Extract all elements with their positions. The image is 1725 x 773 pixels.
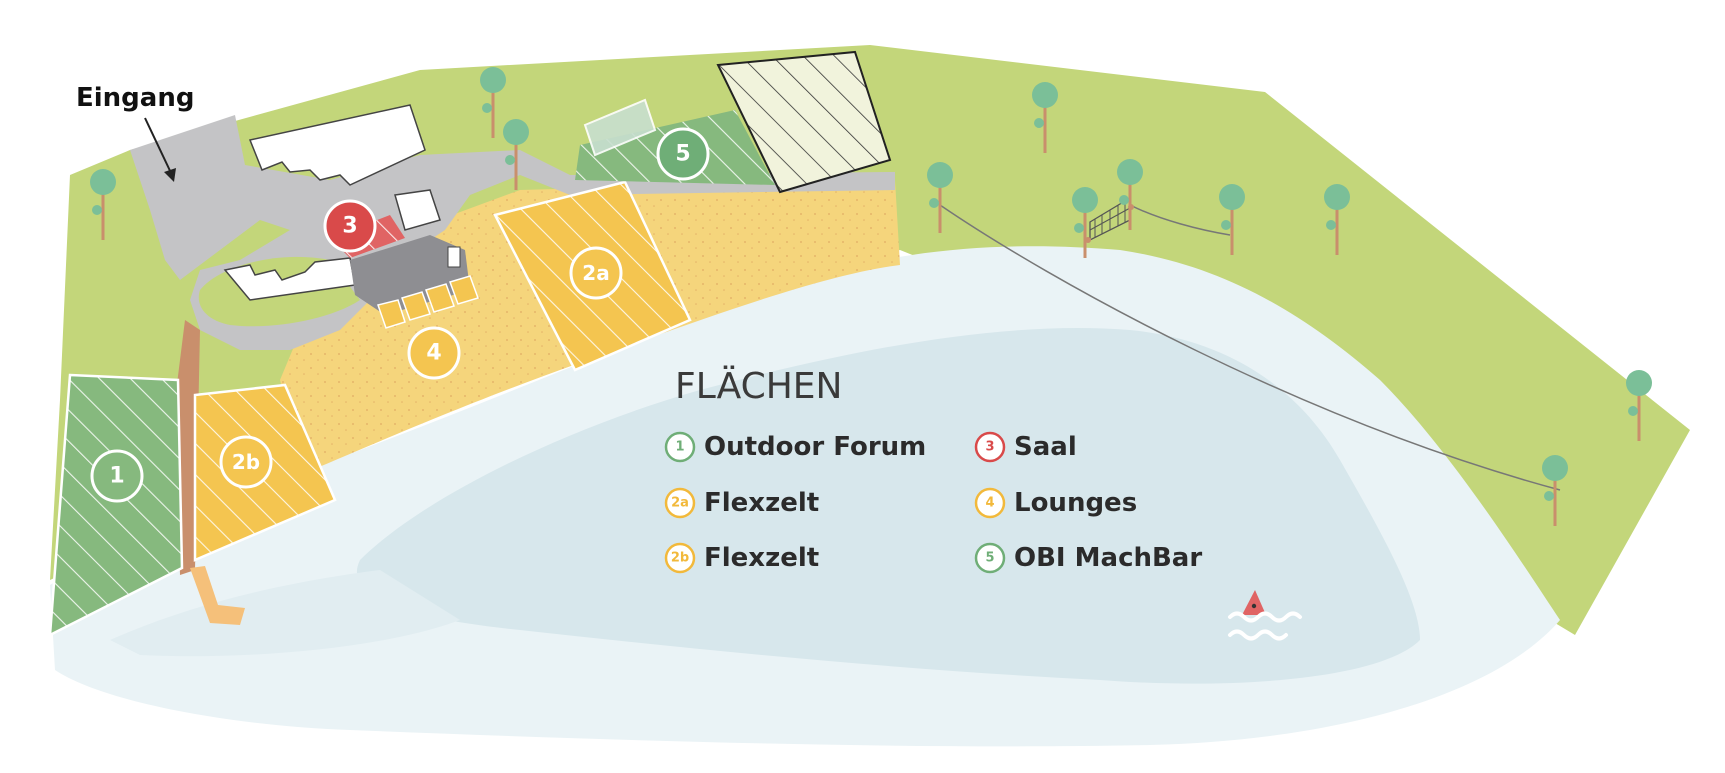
svg-text:4: 4 — [426, 341, 441, 366]
entrance-label: Eingang — [76, 83, 194, 113]
tree-icon — [480, 67, 506, 138]
legend-badge-text: 2b — [671, 551, 689, 566]
building-east — [394, 189, 441, 231]
lake-deep — [356, 328, 1420, 684]
lake-mid — [110, 570, 460, 657]
marker-2b[interactable]: 2b — [219, 435, 273, 489]
marker-4[interactable]: 4 — [407, 326, 461, 380]
tree-icon — [1117, 159, 1143, 230]
trees — [90, 67, 1652, 526]
tree-icon — [1032, 82, 1058, 153]
legend-badge-text: 5 — [985, 551, 994, 566]
legend-item: 4 Lounges — [974, 487, 1137, 519]
legend-badge-text: 1 — [675, 440, 684, 455]
legend-badge-text: 4 — [985, 496, 994, 511]
tree-icon — [1542, 455, 1568, 526]
tree-icon — [503, 119, 529, 190]
slackline — [1129, 204, 1231, 236]
marker-3[interactable]: 3 — [323, 199, 377, 253]
legend-label: Outdoor Forum — [704, 432, 926, 462]
svg-text:1: 1 — [109, 464, 124, 489]
tree-icon — [1324, 184, 1350, 255]
machbar-pavilion — [583, 98, 657, 157]
legend-item: 1 Outdoor Forum — [664, 431, 926, 463]
legend-label: Flexzelt — [704, 488, 819, 518]
marker-5[interactable]: 5 — [656, 127, 710, 181]
entrance-arrow-icon — [144, 117, 173, 176]
svg-text:3: 3 — [342, 214, 357, 239]
tree-icon — [90, 169, 116, 240]
legend-badge — [664, 431, 696, 463]
legend-item: 3 Saal — [974, 431, 1077, 463]
legend-label: Lounges — [1014, 488, 1137, 518]
legend-label: Flexzelt — [704, 543, 819, 573]
building-west — [223, 257, 356, 301]
legend-badge — [974, 487, 1006, 519]
legend-badge-text: 2a — [671, 496, 689, 511]
legend-badge-text: 3 — [985, 440, 994, 455]
legend-badge — [664, 542, 696, 574]
legend-item: 2a Flexzelt — [664, 487, 819, 519]
legend-label: OBI MachBar — [1014, 543, 1202, 573]
svg-text:2b: 2b — [232, 450, 260, 474]
legend-badge — [664, 487, 696, 519]
legend-badge — [974, 431, 1006, 463]
legend-title: FLÄCHEN — [675, 365, 842, 407]
marker-1[interactable]: 1 — [90, 449, 144, 503]
svg-text:5: 5 — [675, 142, 690, 167]
svg-text:2a: 2a — [582, 261, 609, 285]
marker-2a[interactable]: 2a — [569, 246, 623, 300]
legend-item: 2b Flexzelt — [664, 542, 819, 574]
tree-icon — [1072, 187, 1098, 258]
jetty — [190, 566, 245, 625]
shark-icon — [1228, 590, 1302, 641]
hatched-area — [716, 50, 892, 194]
legend-item: 5 OBI MachBar — [974, 542, 1202, 574]
building-north — [248, 104, 426, 186]
legend-label: Saal — [1014, 432, 1077, 462]
legend-badge — [974, 542, 1006, 574]
tree-icon — [927, 162, 953, 233]
building-small — [447, 246, 461, 268]
tree-icon — [1219, 184, 1245, 255]
zone-4-lounges — [377, 275, 479, 329]
zipline — [939, 204, 1561, 491]
tree-icon — [1626, 370, 1652, 441]
